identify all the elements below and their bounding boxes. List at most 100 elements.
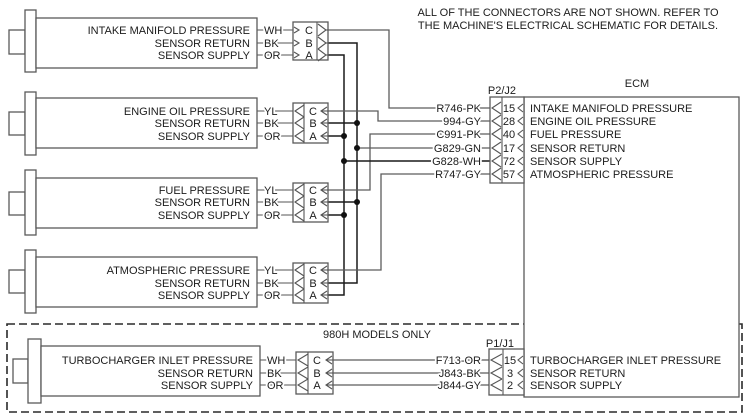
ecm-connector-p1j1 — [488, 348, 525, 396]
note-line-2: THE MACHINE'S ELECTRICAL SCHEMATIC FOR D… — [418, 20, 718, 32]
optional-group-label: 980H MODELS ONLY — [323, 329, 432, 341]
socket-chevron-icon — [294, 208, 305, 222]
socket-chevron-icon — [294, 276, 305, 290]
connector-pin-letter: A — [313, 380, 321, 392]
sensor-pin-label: SENSOR RETURN — [155, 118, 250, 130]
wire-color-code: BK — [264, 118, 279, 130]
socket-chevron-icon — [491, 127, 502, 141]
ecm-pin-function: SENSOR SUPPLY — [530, 156, 623, 168]
ecm-pin-function: ATMOSPHERIC PRESSURE — [530, 169, 673, 181]
pin-arrow-icon — [517, 169, 524, 179]
socket-chevron-icon — [294, 183, 305, 197]
socket-chevron-icon — [294, 195, 305, 209]
pin-arrow-icon — [517, 368, 524, 378]
sensor-pin-label: SENSOR SUPPLY — [158, 131, 251, 143]
splice-dot — [341, 158, 347, 164]
socket-chevron-icon — [294, 263, 305, 277]
ecm-pin-number: 2 — [507, 380, 513, 392]
ecm-pin-function: INTAKE MANIFOLD PRESSURE — [530, 103, 692, 115]
sensor-flange — [24, 91, 37, 156]
connector-pin-letter: B — [305, 38, 312, 50]
sensor-pin-label: INTAKE MANIFOLD PRESSURE — [88, 25, 250, 37]
wire-c991-pk — [328, 133, 492, 191]
pin-arrow-icon — [517, 103, 524, 113]
splice-dot — [341, 133, 347, 139]
ecm-pin-number: 15 — [504, 355, 516, 367]
socket-chevron-icon — [296, 366, 309, 380]
sensor-body — [35, 177, 258, 229]
wire-color-code: BK — [267, 368, 282, 380]
splice-dot — [354, 145, 360, 151]
wire-994-gy — [328, 110, 492, 122]
wire-r747-gy — [328, 173, 492, 271]
wire-id-label: R746-PK — [436, 103, 481, 115]
connector-pin-letter: C — [313, 355, 321, 367]
connector-id-p2j2: P2/J2 — [488, 85, 516, 97]
connector-pin-letter: C — [309, 265, 317, 277]
sensor-5 — [12, 338, 334, 404]
sensor-flange — [24, 9, 37, 73]
wire-color-code: BK — [264, 38, 279, 50]
sensor-pin-label: SENSOR SUPPLY — [158, 210, 251, 222]
socket-chevron-icon — [294, 288, 305, 302]
sensor-pin-label: SENSOR RETURN — [155, 278, 250, 290]
optional-group-dashed-box — [6, 323, 743, 413]
socket-chevron-icon — [294, 104, 305, 118]
wire-id-label: C991-PK — [436, 129, 481, 141]
wire-id-label: G828-WH — [432, 156, 481, 168]
pin-arrow-icon — [517, 129, 524, 139]
ecm-pin-number: 15 — [503, 103, 515, 115]
wire-id-label: G829-GN — [434, 143, 481, 155]
splice-dot — [341, 212, 347, 218]
socket-chevron-icon — [296, 378, 309, 392]
wire-color-code: WH — [264, 25, 282, 37]
sensor-body — [40, 345, 261, 397]
sensor-body — [35, 17, 258, 69]
sensor-2 — [8, 91, 329, 156]
socket-chevron-icon — [489, 378, 503, 392]
sensor-plug — [8, 191, 26, 216]
connector-pin-letter: C — [305, 25, 313, 37]
wire-id-label: R747-GY — [435, 169, 482, 181]
ecm-pin-number: 28 — [503, 116, 515, 128]
wire-color-code: BK — [264, 278, 279, 290]
sensor-3 — [8, 169, 329, 236]
wire-id-label: F713-OR — [436, 355, 481, 367]
ecm-pin-function: SENSOR RETURN — [530, 143, 625, 155]
sensor-pin-label: SENSOR SUPPLY — [158, 50, 251, 62]
wire-color-code: OR — [264, 50, 281, 62]
connector-pin-letter: B — [309, 278, 316, 290]
wire-color-code: OR — [264, 210, 281, 222]
connector-pin-letter: A — [309, 290, 317, 302]
wire-id-label: 994-GY — [443, 116, 482, 128]
ecm-pin-number: 72 — [503, 156, 515, 168]
wire-color-code: YL — [264, 185, 277, 197]
sensor-flange — [24, 169, 37, 236]
socket-chevron-icon — [489, 353, 503, 367]
wire-color-code: WH — [267, 355, 285, 367]
return-bus — [328, 42, 358, 284]
pin-arrow-icon — [293, 51, 301, 59]
ecm-title: ECM — [625, 78, 649, 90]
ecm-pin-number: 3 — [507, 368, 513, 380]
pin-arrow-icon — [517, 355, 524, 365]
ecm-pin-function: SENSOR RETURN — [530, 368, 625, 380]
socket-chevron-icon — [489, 366, 503, 380]
socket-chevron-icon — [491, 167, 502, 181]
pin-arrow-icon — [517, 116, 524, 126]
pin-arrow-icon — [293, 26, 301, 34]
wire-color-code: YL — [264, 265, 277, 277]
pin-arrow-icon — [517, 143, 524, 153]
socket-chevron-icon — [491, 154, 502, 168]
components-layer — [6, 9, 743, 413]
sensor-plug — [8, 269, 26, 294]
ecm-pin-function: ENGINE OIL PRESSURE — [530, 116, 656, 128]
sensor-1 — [8, 9, 329, 73]
sensor-4 — [8, 249, 329, 314]
sensor-pin-label: SENSOR RETURN — [155, 197, 250, 209]
connector-pin-letter: B — [309, 118, 316, 130]
wire-color-code: OR — [264, 131, 281, 143]
splice-dot — [354, 120, 360, 126]
sensor-plug — [8, 111, 26, 136]
